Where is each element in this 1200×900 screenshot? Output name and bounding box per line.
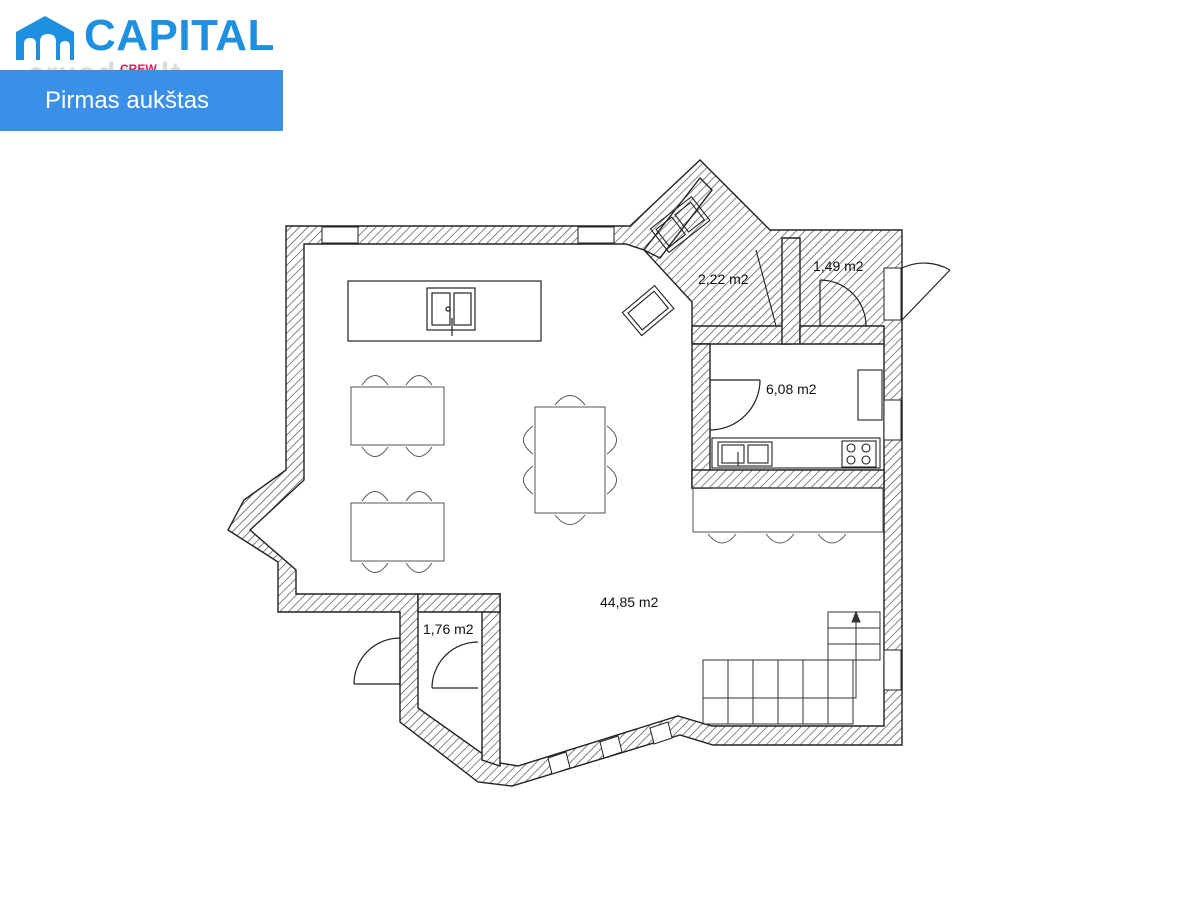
kitchen-counter [711, 369, 883, 469]
room-label-closet: 1,76 m2 [423, 621, 474, 637]
chair-icon [523, 395, 617, 525]
chair-icon [707, 533, 847, 544]
chair-icon [361, 375, 433, 457]
room-label-wc: 1,49 m2 [813, 258, 864, 274]
door-icon [353, 262, 951, 689]
stairs-icon [702, 610, 881, 725]
stove-icon [841, 440, 877, 468]
bathroom-fixtures [621, 195, 777, 337]
kitchen-island [347, 280, 542, 342]
room-label-kitchen: 6,08 m2 [766, 381, 817, 397]
room-label-living: 44,85 m2 [600, 594, 659, 610]
chair-icon [361, 491, 433, 573]
sink-icon [717, 441, 773, 467]
sink-icon [426, 287, 476, 336]
windows [321, 226, 902, 775]
outer-walls [227, 159, 903, 787]
house-logo-icon [16, 16, 74, 60]
room-label-bathroom: 2,22 m2 [698, 271, 749, 287]
dining-furniture [350, 375, 884, 573]
floor-banner: Pirmas aukštas [0, 70, 283, 131]
sink-icon [649, 195, 711, 254]
logo-brand-text: CAPITAL [84, 11, 275, 60]
room-labels: 2,22 m2 1,49 m2 6,08 m2 44,85 m2 1,76 m2 [423, 258, 864, 637]
